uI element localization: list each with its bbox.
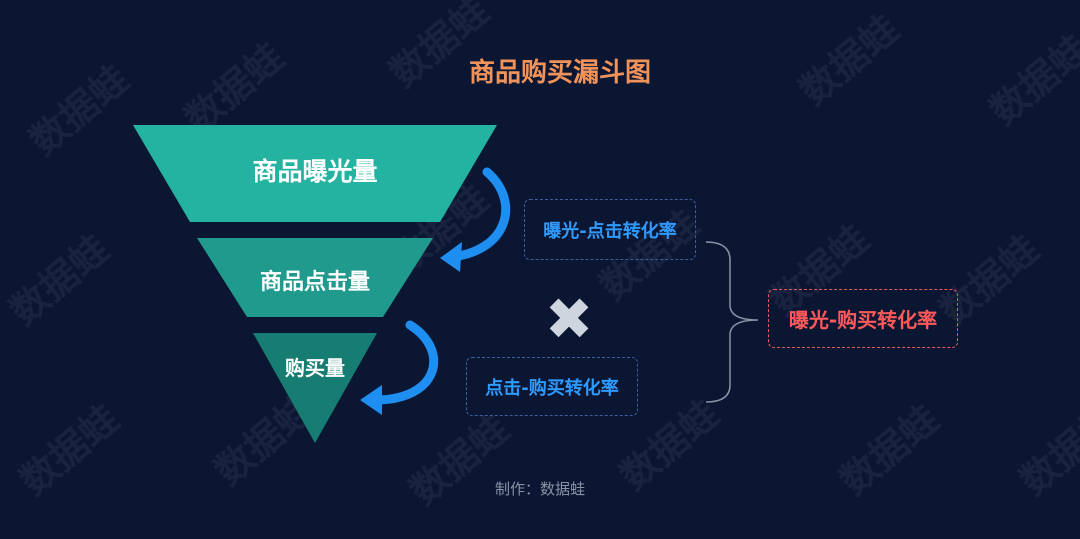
bracket: [705, 241, 759, 403]
rate-exposure-purchase: 曝光-购买转化率: [768, 289, 958, 348]
funnel-tier-click: [197, 238, 433, 317]
credit-text: 制作：数据蛙: [494, 480, 585, 498]
multiply-icon: ✖: [544, 285, 594, 353]
rate-click-purchase: 点击-购买转化率: [466, 357, 638, 416]
arrow-click-to-purchase: [360, 320, 439, 415]
stage-label-exposure: 商品曝光量: [252, 157, 378, 186]
funnel-tier-exposure: [133, 125, 497, 222]
stage-label-purchase: 购买量: [285, 356, 345, 380]
arrow-exposure-to-click: [440, 167, 511, 272]
rate-exposure-click: 曝光-点击转化率: [524, 199, 696, 260]
funnel-tier-purchase: [253, 333, 377, 443]
stage-label-click: 商品点击量: [259, 270, 370, 295]
page-title: 商品购买漏斗图: [468, 58, 651, 88]
